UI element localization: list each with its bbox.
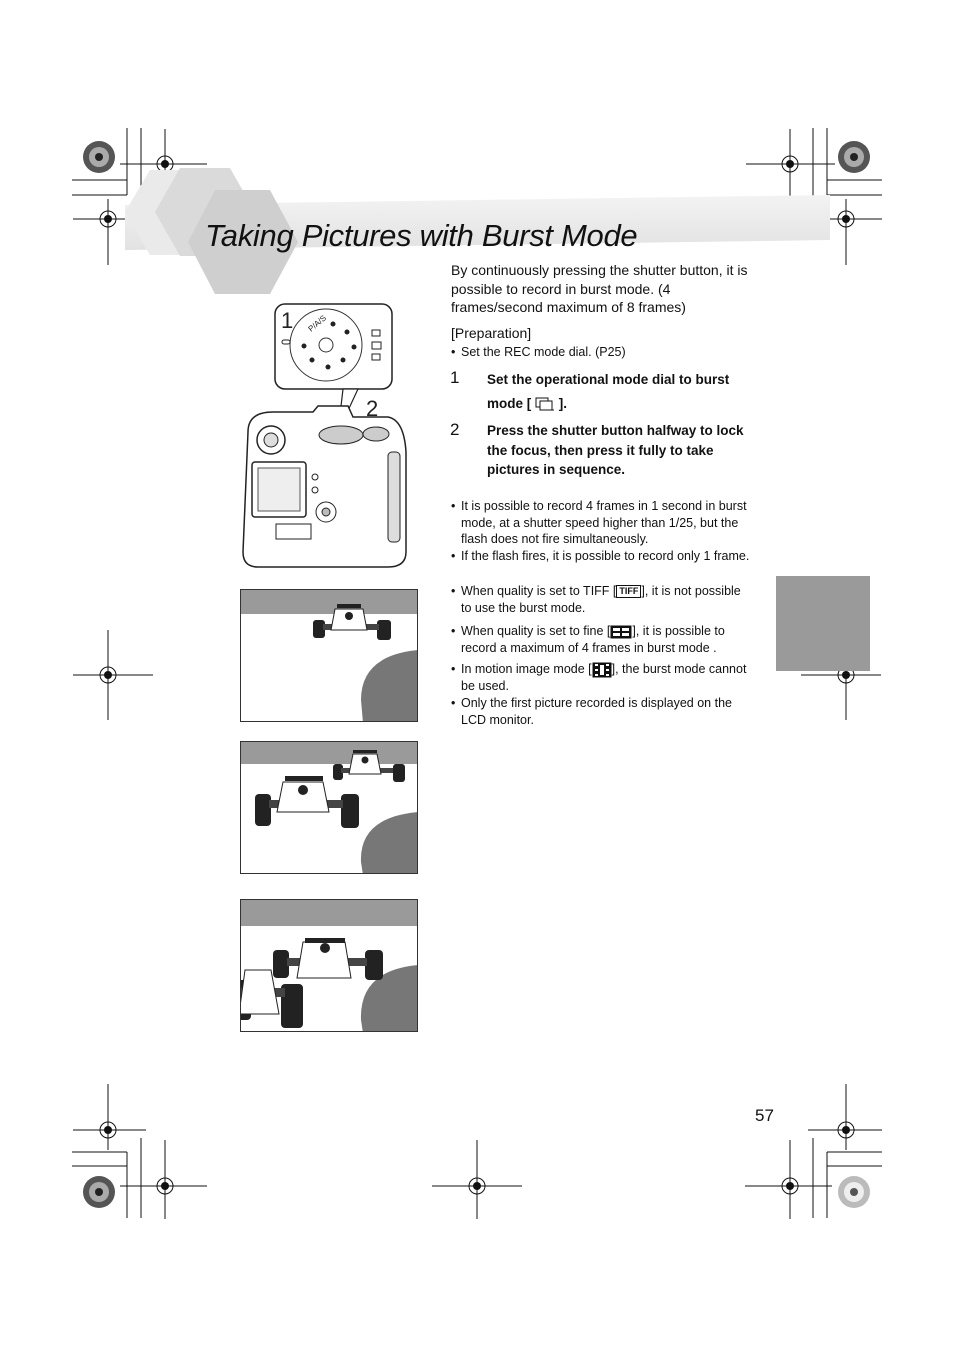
bullet-dot: • [451, 584, 456, 598]
step-1-text-before: Set the operational mode dial to burst m… [487, 372, 730, 411]
burst-mode-icon [535, 397, 555, 411]
fine-quality-icon [610, 625, 632, 639]
step-2-text: Press the shutter button halfway to lock… [487, 423, 744, 477]
intro-paragraph: By continuously pressing the shutter but… [451, 262, 748, 315]
preparation-label: [Preparation] [451, 325, 532, 341]
note-item: • In motion image mode [ ], the burst mo… [451, 661, 751, 694]
bullet-dot: • [451, 662, 456, 676]
page-title: Taking Pictures with Burst Mode [205, 218, 638, 253]
note-text-after: ], it is possible to record a maximum of… [461, 624, 725, 655]
step-2-number: 2 [450, 420, 460, 439]
burst-frame-2 [240, 741, 418, 874]
note-item: • Only the first picture recorded is dis… [451, 695, 751, 728]
callout-1: 1 [281, 308, 293, 333]
note-text: If the flash fires, it is possible to re… [461, 549, 750, 563]
burst-frame-1 [240, 589, 418, 722]
burst-frame-3 [240, 899, 418, 1032]
step-1-text-after: ]. [558, 396, 568, 411]
preparation-bullet: • Set the REC mode dial. (P25) [451, 344, 751, 361]
page-number: 57 [755, 1106, 774, 1125]
note-item: • When quality is set to TIFF [TIFF], it… [451, 583, 751, 616]
bullet-dot: • [451, 696, 456, 710]
header-band [125, 168, 830, 294]
step-1-number: 1 [450, 368, 460, 387]
note-item: • If the flash fires, it is possible to … [451, 548, 751, 565]
tiff-quality-icon: TIFF [616, 585, 642, 599]
chapter-side-tab [776, 576, 870, 671]
note-text-before: In motion image mode [ [461, 662, 592, 676]
bullet-dot: • [451, 624, 456, 638]
note-item: • When quality is set to fine [ ], it is… [451, 623, 751, 656]
note-item: • It is possible to record 4 frames in 1… [451, 498, 751, 548]
motion-image-icon [592, 662, 612, 678]
note-text-after: ], the burst mode cannot be used. [461, 662, 747, 693]
bullet-dot: • [451, 499, 456, 513]
bullet-dot: • [451, 345, 456, 359]
preparation-text: Set the REC mode dial. (P25) [461, 345, 626, 359]
camera-illustration: P/A/S 1 2 [242, 303, 407, 568]
step-1-text: Set the operational mode dial to burst m… [487, 368, 749, 416]
callout-2: 2 [366, 396, 378, 421]
note-text-before: When quality is set to fine [ [461, 624, 611, 638]
note-text-after: ], it is not possible to use the burst m… [461, 584, 741, 615]
bullet-dot: • [451, 549, 456, 563]
note-text: Only the first picture recorded is displ… [461, 696, 732, 727]
note-text-before: When quality is set to TIFF [ [461, 584, 617, 598]
note-text: It is possible to record 4 frames in 1 s… [461, 499, 747, 546]
